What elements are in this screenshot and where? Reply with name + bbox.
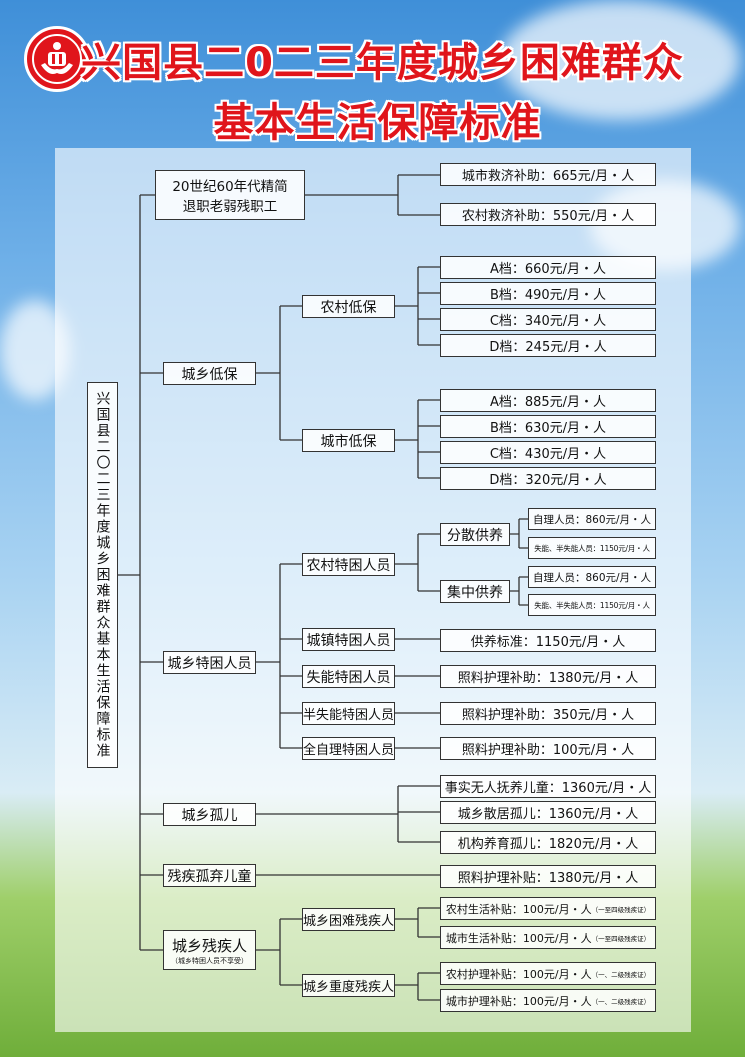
node-disabled-tekun: 失能特困人员 (302, 665, 395, 688)
node-urban-dibao: 城市低保 (302, 429, 395, 452)
node-orphan: 城乡孤儿 (163, 803, 256, 826)
leaf-central-disabled: 失能、半失能人员：1150元/月・人 (528, 594, 656, 616)
leaf-orphan-2: 城乡散居孤儿：1360元/月・人 (440, 801, 656, 824)
node-scattered-support: 分散供养 (440, 523, 510, 546)
text: 城市生活补贴：100元/月・人 (445, 931, 592, 945)
text: 农村生活补贴：100元/月・人 (445, 902, 592, 916)
leaf-orphan-3: 机构养育孤儿：1820元/月・人 (440, 831, 656, 854)
node-poor-disabled: 城乡困难残疾人 (302, 908, 395, 931)
leaf-town-standard: 供养标准：1150元/月・人 (440, 629, 656, 652)
leaf-rural-nursing: 农村护理补贴：100元/月・人（一、二级残疾证） (440, 962, 656, 985)
text: 农村护理补贴：100元/月・人 (445, 967, 592, 981)
node-tekun: 城乡特困人员 (163, 651, 256, 674)
node-severe-disabled: 城乡重度残疾人 (302, 974, 395, 997)
leaf-self-care: 照料护理补助：100元/月・人 (440, 737, 656, 760)
cloud (500, 0, 740, 120)
leaf-semi-care: 照料护理补助：350元/月・人 (440, 702, 656, 725)
title-line-1: 兴国县二0二三年度城乡困难群众 (81, 40, 684, 86)
leaf-disabled-care: 照料护理补助：1380元/月・人 (440, 665, 656, 688)
text: 城市护理补贴：100元/月・人 (445, 994, 592, 1008)
leaf-rural-d: D档：245元/月・人 (440, 334, 656, 357)
leaf-urban-a: A档：885元/月・人 (440, 389, 656, 412)
note: （一至四级残疾证） (591, 934, 651, 943)
leaf-rural-living: 农村生活补贴：100元/月・人（一至四级残疾证） (440, 897, 656, 920)
leaf-urban-living: 城市生活补贴：100元/月・人（一至四级残疾证） (440, 926, 656, 949)
root-node: 兴国县二〇二三年度城乡困难群众基本生活保障标准 (87, 382, 118, 768)
leaf-rural-a: A档：660元/月・人 (440, 256, 656, 279)
leaf-urban-d: D档：320元/月・人 (440, 467, 656, 490)
leaf-urban-nursing: 城市护理补贴：100元/月・人（一、二级残疾证） (440, 989, 656, 1012)
leaf-urban-relief: 城市救济补助：665元/月・人 (440, 163, 656, 186)
node-town-tekun: 城镇特困人员 (302, 628, 395, 651)
note: （一、二级残疾证） (591, 997, 651, 1006)
leaf-rural-relief: 农村救济补助：550元/月・人 (440, 203, 656, 226)
note: （城乡特困人员不享受） (171, 956, 248, 965)
node-abandoned-children: 残疾孤弃儿童 (163, 864, 256, 887)
node-disability: 城乡残疾人 （城乡特困人员不享受） (163, 930, 256, 970)
civil-affairs-logo (24, 26, 90, 92)
leaf-rural-b: B档：490元/月・人 (440, 282, 656, 305)
label: 退职老弱残职工 (182, 199, 278, 215)
node-rural-dibao: 农村低保 (302, 295, 395, 318)
leaf-orphan-1: 事实无人抚养儿童：1360元/月・人 (440, 775, 656, 798)
leaf-abandoned-care: 照料护理补贴：1380元/月・人 (440, 865, 656, 888)
label: 20世纪60年代精简 (172, 179, 288, 195)
leaf-urban-c: C档：430元/月・人 (440, 441, 656, 464)
title-line-2: 基本生活保障标准 (213, 100, 542, 146)
node-semi-disabled-tekun: 半失能特困人员 (302, 702, 395, 725)
note: （一至四级残疾证） (591, 905, 651, 914)
leaf-scattered-disabled: 失能、半失能人员：1150元/月・人 (528, 537, 656, 559)
node-central-support: 集中供养 (440, 580, 510, 603)
node-self-care-tekun: 全自理特困人员 (302, 737, 395, 760)
node-retired-workers: 20世纪60年代精简退职老弱残职工 (155, 170, 305, 220)
leaf-central-self: 自理人员：860元/月・人 (528, 566, 656, 588)
leaf-urban-b: B档：630元/月・人 (440, 415, 656, 438)
note: （一、二级残疾证） (591, 970, 651, 979)
node-dibao: 城乡低保 (163, 362, 256, 385)
leaf-scattered-self: 自理人员：860元/月・人 (528, 508, 656, 530)
node-rural-tekun: 农村特困人员 (302, 553, 395, 576)
label: 城乡残疾人 (171, 936, 247, 955)
leaf-rural-c: C档：340元/月・人 (440, 308, 656, 331)
